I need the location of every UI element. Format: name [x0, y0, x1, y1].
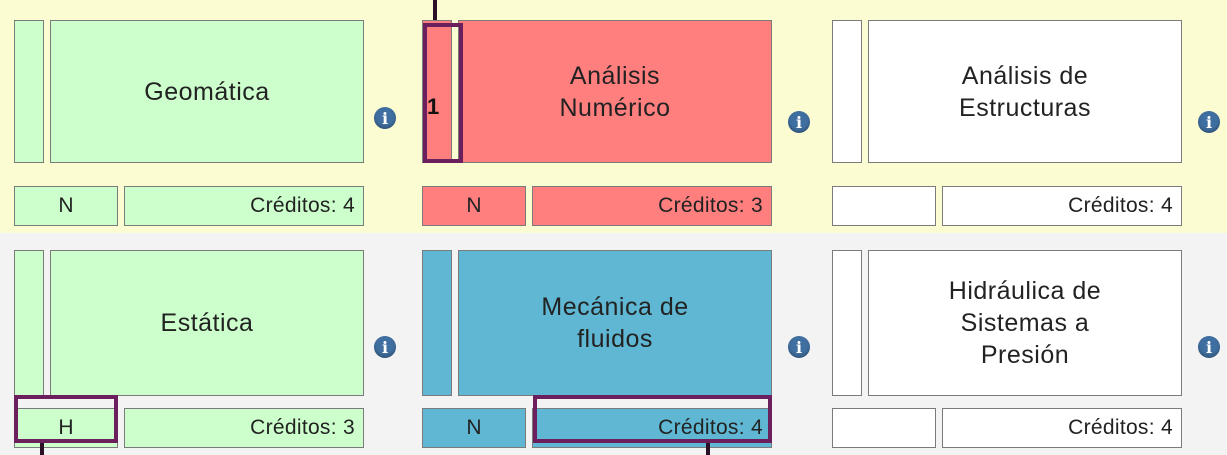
course-name[interactable]: Geomática — [50, 20, 364, 163]
course-side-tab — [14, 20, 44, 163]
course-name[interactable]: Estática — [50, 250, 364, 396]
course-credits: Créditos: 3 — [532, 186, 772, 226]
annotation-line — [433, 0, 437, 20]
course-name[interactable]: Hidráulica de Sistemas a Presión — [868, 250, 1182, 396]
course-name[interactable]: Análisis Numérico — [458, 20, 772, 163]
course-credits: Créditos: 4 — [942, 408, 1182, 448]
course-type-code — [832, 408, 936, 448]
course-row-1: Geomática N Créditos: 4 i 1 Análisis Num… — [0, 0, 1227, 233]
course-credits: Créditos: 3 — [124, 408, 364, 448]
info-icon[interactable]: i — [788, 111, 810, 133]
info-icon[interactable]: i — [374, 336, 396, 358]
course-type-code — [832, 186, 936, 226]
course-credits: Créditos: 4 — [124, 186, 364, 226]
attempt-counter: 1 — [427, 94, 440, 119]
course-credits: Créditos: 4 — [942, 186, 1182, 226]
course-side-tab: 1 — [422, 20, 452, 163]
info-icon[interactable]: i — [374, 107, 396, 129]
course-type-code: N — [422, 186, 526, 226]
course-side-tab — [14, 250, 44, 396]
annotation-line — [40, 443, 44, 455]
course-credits: Créditos: 4 — [532, 408, 772, 448]
course-type-code: N — [422, 408, 526, 448]
info-icon[interactable]: i — [788, 336, 810, 358]
course-name[interactable]: Mecánica de fluidos — [458, 250, 772, 396]
course-side-tab — [832, 250, 862, 396]
course-side-tab — [422, 250, 452, 396]
annotation-line — [706, 443, 710, 455]
course-type-code: N — [14, 186, 118, 226]
course-row-2: Estática H Créditos: 3 i Mecánica de flu… — [0, 240, 1227, 455]
info-icon[interactable]: i — [1198, 336, 1220, 358]
course-type-code: H — [14, 408, 118, 448]
info-icon[interactable]: i — [1198, 111, 1220, 133]
course-side-tab — [832, 20, 862, 163]
course-name[interactable]: Análisis de Estructuras — [868, 20, 1182, 163]
